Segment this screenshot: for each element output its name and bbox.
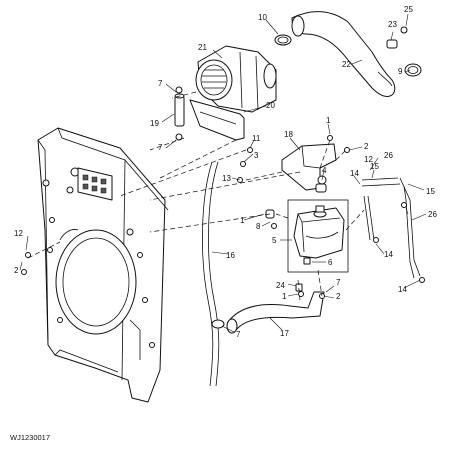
callout-12b: 12	[14, 229, 23, 238]
coolant-reservoir-5	[287, 199, 349, 273]
hose-22	[291, 11, 396, 97]
callout-4: 4	[322, 166, 327, 175]
callout-14c: 14	[398, 285, 407, 294]
callout-18: 18	[284, 130, 293, 139]
callout-22: 22	[342, 60, 351, 69]
air-cleaner-21	[195, 45, 277, 113]
fitting-4	[315, 183, 327, 193]
callout-11: 11	[252, 134, 261, 143]
callout-15a: 15	[370, 162, 379, 171]
callout-9: 9	[398, 67, 403, 76]
callout-12a: 12	[364, 155, 373, 164]
callout-16: 16	[226, 251, 235, 260]
clamp-10	[274, 34, 292, 46]
callout-15b: 15	[426, 187, 435, 196]
bolt-25	[400, 26, 408, 34]
callout-7d: 7	[236, 330, 241, 339]
fan-shroud	[37, 127, 169, 403]
callout-10: 10	[258, 13, 267, 22]
callout-6: 6	[328, 258, 333, 267]
bracket-20	[189, 99, 245, 141]
leader-lines	[19, 13, 427, 333]
callout-2b: 2	[14, 266, 19, 275]
fitting-23	[386, 39, 398, 49]
callout-24: 24	[276, 281, 285, 290]
clamp-7	[211, 319, 225, 329]
callout-23: 23	[388, 20, 397, 29]
callout-21: 21	[198, 43, 207, 52]
callout-7c: 7	[336, 278, 341, 287]
callout-13: 13	[222, 174, 231, 183]
callout-14b: 14	[384, 250, 393, 259]
hose-16	[202, 161, 220, 387]
callout-8: 8	[256, 222, 261, 231]
hose-17	[226, 291, 325, 334]
hose-14	[363, 195, 375, 241]
callout-26a: 26	[384, 151, 393, 160]
callout-17: 17	[280, 329, 289, 338]
callout-1c: 1	[282, 292, 287, 301]
callout-2c: 2	[336, 292, 341, 301]
callout-19: 19	[150, 119, 159, 128]
callout-1b: 1	[240, 216, 245, 225]
callout-3: 3	[254, 151, 259, 160]
hose-26	[361, 177, 421, 279]
callout-2a: 2	[364, 142, 369, 151]
callout-1a: 1	[326, 116, 331, 125]
clamp-9	[404, 63, 422, 77]
alignment-lines	[27, 91, 365, 301]
callout-labels: 25 10 23 21 22 9 7 20 19 7 11 3 18 1 2 1…	[14, 5, 437, 339]
bracket-18	[281, 143, 337, 191]
figure-id: WJ1230017	[10, 433, 50, 442]
callout-7b: 7	[158, 143, 163, 152]
shroud-grille	[77, 167, 113, 201]
callout-25: 25	[404, 5, 413, 14]
callout-14a: 14	[350, 169, 359, 178]
callout-5: 5	[272, 236, 277, 245]
callout-26b: 26	[428, 210, 437, 219]
callout-7a: 7	[158, 79, 163, 88]
spacer-19	[174, 86, 185, 141]
callout-20: 20	[266, 101, 275, 110]
